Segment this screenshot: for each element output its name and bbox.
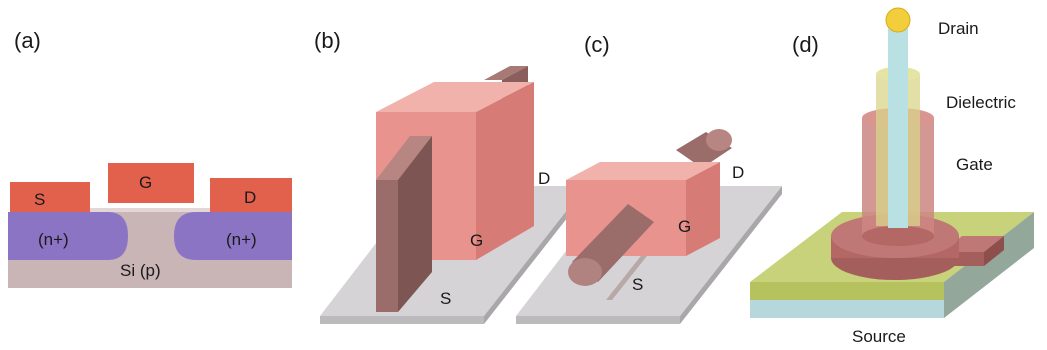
gate-label-c: G — [678, 217, 691, 236]
gate-block-top — [376, 82, 534, 112]
substrate-front-green — [750, 282, 944, 300]
left-well-label: (n+) — [38, 230, 69, 249]
panel-b: (b) D G S — [314, 28, 586, 324]
source-label-a: S — [34, 190, 45, 209]
substrate-front-blue — [750, 300, 944, 318]
drain-label-c: D — [732, 163, 744, 182]
drain-label-d: Drain — [938, 19, 979, 38]
panel-a-label: (a) — [14, 28, 41, 53]
source-nanowire-end — [568, 258, 602, 286]
drain-nanowire-end — [706, 129, 732, 151]
panel-b-label: (b) — [314, 28, 341, 53]
gate-label-b: G — [470, 231, 483, 250]
drain-contact — [210, 178, 292, 212]
gate-cylinder-bottom-rim — [862, 226, 934, 246]
source-contact — [10, 182, 90, 212]
gate-pad-side — [984, 236, 1004, 266]
left-nplus-well — [8, 212, 128, 260]
dielectric-label: Dielectric — [946, 93, 1016, 112]
source-support — [606, 242, 658, 300]
gate-label-a: G — [139, 173, 152, 192]
source-label-d: Source — [852, 327, 906, 346]
right-well-label: (n+) — [226, 230, 257, 249]
panel-d: (d) Drain Dielectric Gate Source — [750, 7, 1034, 346]
drain-contact-ball — [885, 7, 911, 33]
panel-c-label: (c) — [584, 32, 610, 57]
panel-a: (a) S G D (n+) (n+) Si (p) — [8, 28, 292, 288]
gate-block-side — [476, 82, 534, 260]
base-slab-b-side — [484, 186, 586, 324]
base-slab-c-edge — [516, 316, 680, 324]
source-label-b: S — [440, 289, 451, 308]
drain-label-a: D — [244, 188, 256, 207]
source-label-c: S — [632, 275, 643, 294]
drain-fin-top — [484, 66, 528, 80]
gate-label-d: Gate — [956, 155, 993, 174]
gate-block-c-top — [566, 162, 720, 180]
source-fin-top — [376, 136, 432, 180]
panel-d-label: (d) — [792, 32, 819, 57]
nanowire-core — [888, 28, 908, 228]
drain-label-b: D — [538, 169, 550, 188]
source-fin-side — [398, 136, 432, 312]
base-slab-c-side — [680, 186, 782, 324]
base-slab-b-edge — [320, 316, 484, 324]
gate-block-c-side — [686, 162, 720, 256]
panel-c: (c) D G S — [516, 32, 782, 324]
source-fin-front — [376, 180, 398, 312]
substrate-side — [944, 212, 1034, 318]
substrate-label: Si (p) — [120, 261, 161, 280]
gate-electrode — [108, 163, 194, 203]
right-nplus-well — [174, 212, 292, 260]
gate-oxide — [90, 208, 210, 212]
